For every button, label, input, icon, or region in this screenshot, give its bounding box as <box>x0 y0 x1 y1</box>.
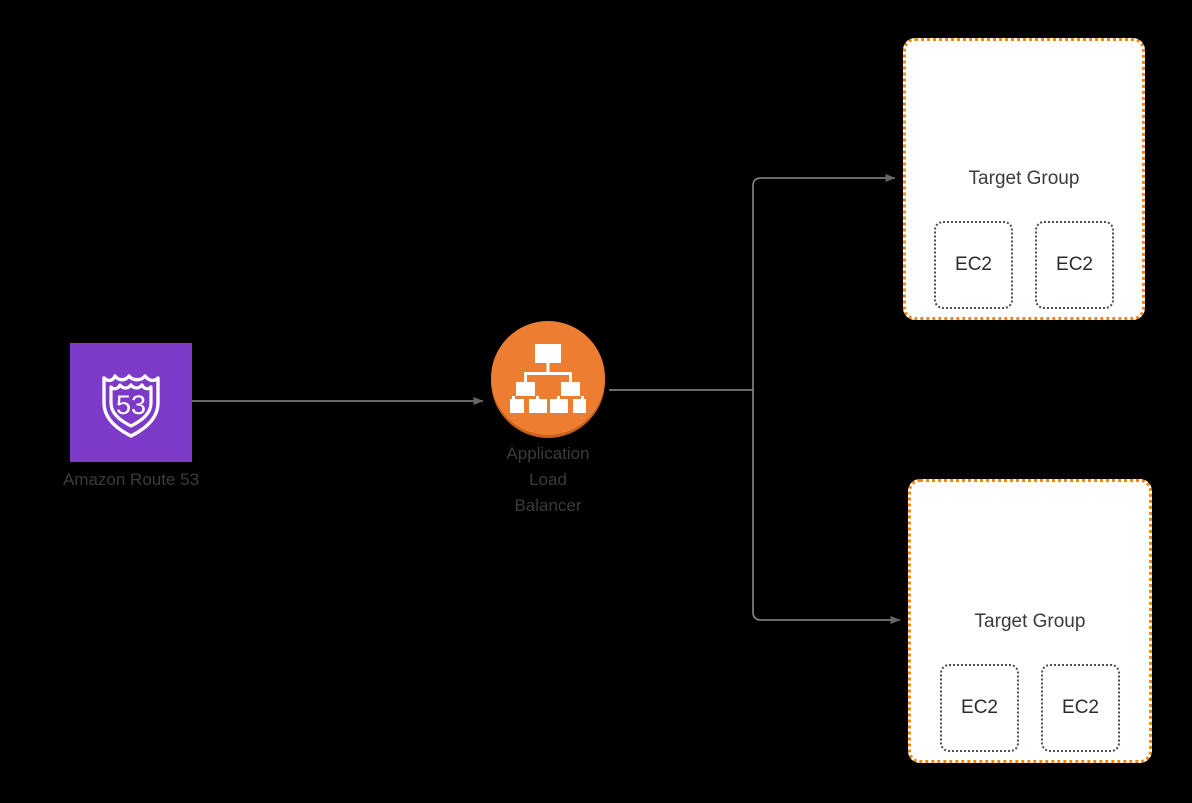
target-group-top[interactable]: Target Group EC2 EC2 <box>903 38 1145 320</box>
route53-label: Amazon Route 53 <box>62 470 200 489</box>
edge-junction-to-target-group-top <box>752 174 896 390</box>
ec2-instance[interactable]: EC2 <box>934 221 1013 309</box>
target-group-bottom-title: Target Group <box>974 611 1086 632</box>
target-group-top-title: Target Group <box>968 168 1080 189</box>
edge-junction-to-target-group-bottom <box>752 390 901 624</box>
target-group-top-instances: EC2 EC2 <box>906 221 1142 309</box>
ec2-instance[interactable]: EC2 <box>1041 664 1120 752</box>
route53-shield-icon: 53 <box>102 373 160 438</box>
alb-label-line-3: Balancer <box>514 496 582 515</box>
alb-circle <box>491 321 605 435</box>
route53-tile: 53 <box>70 343 192 462</box>
load-balancer-hierarchy-icon <box>510 344 586 413</box>
alb-label-line-2: Load <box>529 470 567 489</box>
svg-text:53: 53 <box>116 390 146 420</box>
node-amazon-route-53[interactable]: 53 Amazon Route 53 <box>63 343 199 489</box>
alb-label-line-1: Application <box>506 444 590 463</box>
node-application-load-balancer[interactable]: Application Load Balancer <box>491 321 605 515</box>
ec2-instance[interactable]: EC2 <box>940 664 1019 752</box>
target-group-bottom[interactable]: Target Group EC2 EC2 <box>908 479 1152 763</box>
alb-label: Application Load Balancer <box>448 441 648 519</box>
target-group-bottom-instances: EC2 EC2 <box>911 664 1149 752</box>
ec2-instance[interactable]: EC2 <box>1035 221 1114 309</box>
